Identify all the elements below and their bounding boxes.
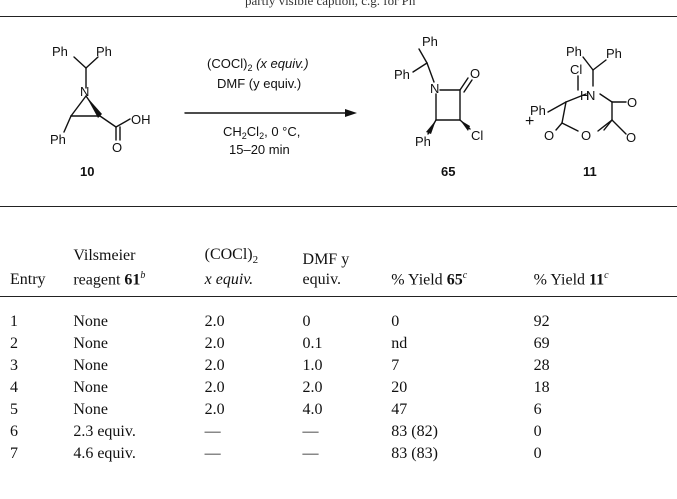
cell-entry: 2 [10,335,18,352]
col-yield-11: % Yield 11c [533,269,609,288]
col-yield-65: % Yield 65c [391,269,468,288]
cell-y65: 83 (83) [391,445,438,462]
p11-ph-a: Ph [566,44,582,59]
table-row: 2 None 2.0 0.1 nd 69 [0,333,677,355]
cond-line1: (COCl)2 (x equiv.) [207,56,309,73]
cropped-caption: partly visible caption, c.g. for Ph [0,0,677,10]
cell-vilsmeier: None [73,379,108,396]
p11-o-left: O [544,128,554,143]
reactant-oh: OH [131,112,151,127]
p65-ph-ring: Ph [415,134,431,149]
cell-dmf: 0 [302,313,311,330]
cell-cocl: — [204,423,221,440]
plus-sign: + [525,113,534,130]
cell-cocl: 2.0 [204,313,225,330]
cell-dmf: 4.0 [302,401,323,418]
cell-vilsmeier: None [73,335,108,352]
cond-line3: CH2Cl2, 0 °C, [223,124,300,141]
p65-o: O [470,66,480,81]
cell-y11: 69 [533,335,550,352]
p65-ph-top: Ph [422,34,438,49]
p11-ph-b: Ph [606,46,622,61]
cell-entry: 1 [10,313,18,330]
cell-y11: 18 [533,379,550,396]
p11-o-bottom: O [626,130,636,145]
cell-dmf: 2.0 [302,379,323,396]
cell-entry: 4 [10,379,18,396]
reactant-ph-right: Ph [96,44,112,59]
cell-y65: 83 (82) [391,423,438,440]
p11-ph: Ph [530,103,546,118]
p65-n: N [430,81,439,96]
table-row: 6 2.3 equiv. — — 83 (82) 0 [0,421,677,443]
p11-o-right: O [627,95,637,110]
table-row: 4 None 2.0 2.0 20 18 [0,377,677,399]
cell-cocl: 2.0 [204,357,225,374]
cell-y11: 0 [533,445,542,462]
reactant-ph-ring: Ph [50,132,66,147]
cell-vilsmeier: None [73,313,108,330]
cell-vilsmeier: None [73,401,108,418]
p65-cl: Cl [471,128,483,143]
reaction-scheme: Ph Ph N Ph OH O 10 (COCl)2 (x equiv.) DM… [50,34,637,179]
cond-line4: 15–20 min [229,142,290,157]
cell-cocl: 2.0 [204,401,225,418]
mid-rule [0,206,677,207]
top-rule [0,16,677,17]
cell-y65: 7 [391,357,400,374]
reactant-ph-left: Ph [52,44,68,59]
p65-label: 65 [441,164,455,179]
table-row: 5 None 2.0 4.0 47 6 [0,399,677,421]
cell-entry: 6 [10,423,18,440]
cell-vilsmeier: 2.3 equiv. [73,423,136,440]
p65-ph-left: Ph [394,67,410,82]
cell-y65: nd [391,335,408,352]
cell-vilsmeier: None [73,357,108,374]
cell-entry: 7 [10,445,18,462]
table-row: 3 None 2.0 1.0 7 28 [0,355,677,377]
cell-dmf: — [302,423,319,440]
cond-line2: DMF (y equiv.) [217,76,301,91]
cell-entry: 3 [10,357,18,374]
cell-cocl: 2.0 [204,335,225,352]
table-row: 7 4.6 equiv. — — 83 (83) 0 [0,443,677,465]
cell-y11: 0 [533,423,542,440]
cell-y11: 6 [533,401,542,418]
cell-cocl: — [204,445,221,462]
p11-h: H [580,88,589,103]
p11-cl: Cl [570,62,582,77]
col-entry: Entry [10,271,46,288]
cell-y11: 92 [533,313,550,330]
cell-dmf: — [302,445,319,462]
cell-entry: 5 [10,401,18,418]
reactant-n: N [80,84,89,99]
reactant-o: O [112,140,122,155]
cell-y65: 20 [391,379,408,396]
cell-cocl: 2.0 [204,379,225,396]
cell-y11: 28 [533,357,550,374]
cell-dmf: 1.0 [302,357,323,374]
cell-vilsmeier: 4.6 equiv. [73,445,136,462]
table-row: 1 None 2.0 0 0 92 [0,311,677,333]
p11-o-ring: O [581,128,591,143]
p11-label: 11 [583,164,597,179]
cell-y65: 47 [391,401,408,418]
cell-dmf: 0.1 [302,335,323,352]
p11-n: N [586,88,595,103]
cell-y65: 0 [391,313,400,330]
caption-fragment: partly visible caption, c.g. for Ph [245,0,416,8]
reactant-label: 10 [80,164,94,179]
